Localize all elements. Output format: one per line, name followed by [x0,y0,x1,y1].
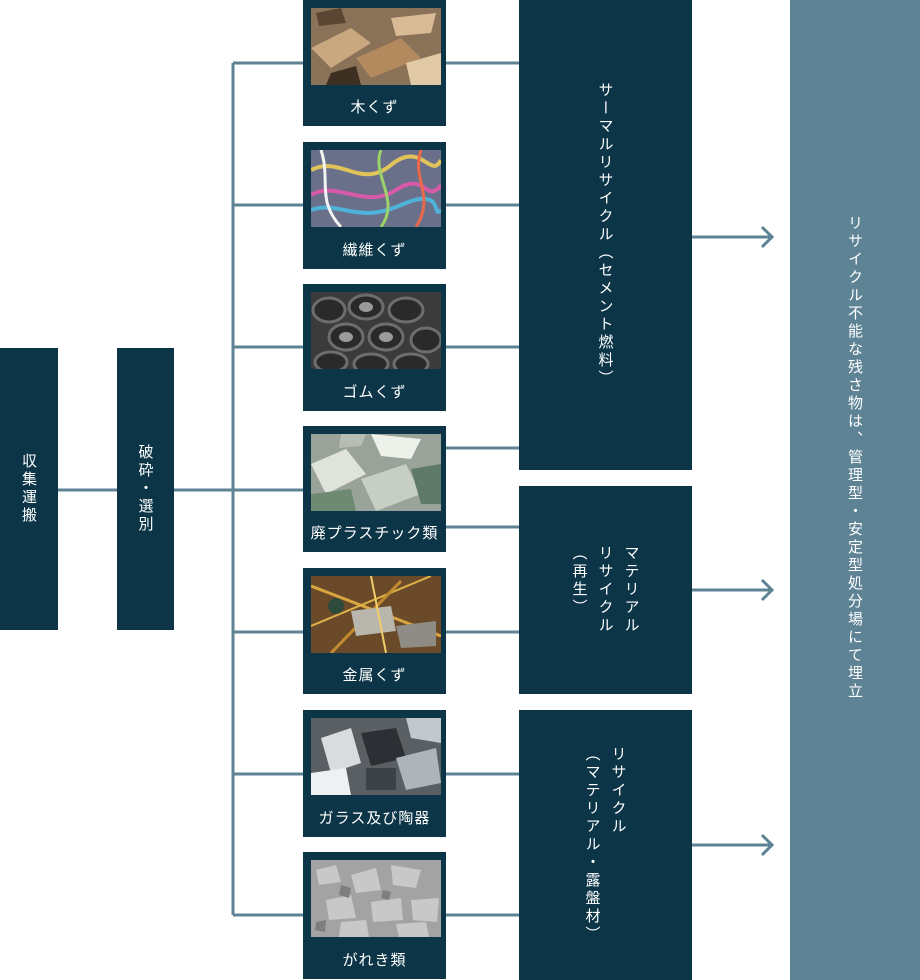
material-label: ゴムくず [342,382,407,401]
material-label: 金属くず [342,665,407,684]
collection-transport-box: 収集運搬 [0,348,58,630]
material-card-fiber: 繊維くず [303,142,446,269]
material-label: 木くず [350,97,399,116]
rubble-photo [311,860,441,937]
recycle-line: リサイクル [609,746,628,836]
material-label: ガラス及び陶器 [318,808,431,827]
material-card-metal: 金属くず [303,568,446,694]
recycle-label: リサイクル （マテリアル・露盤材） [580,746,632,944]
material-card-plastic: 廃プラスチック類 [303,426,446,552]
crush-sort-box: 破砕・選別 [117,348,174,630]
recycle-line: （マテリアル・露盤材） [583,746,602,944]
crush-sort-label: 破砕・選別 [136,444,155,534]
wood-scraps-photo [311,8,441,85]
metal-scraps-photo [311,576,441,653]
thermal-recycle-box: サーマルリサイクル（セメント燃料） [519,0,692,470]
material-label: 繊維くず [342,240,407,259]
material-card-rubber: ゴムくず [303,284,446,411]
rubber-tires-photo [311,292,441,369]
plastic-waste-photo [311,434,441,511]
landfill-box: リサイクル不能な残さ物は、管理型・安定型処分場にて埋立 [790,0,920,980]
material-recycle-line: （再生） [570,545,589,617]
material-label: がれき類 [342,950,407,969]
material-card-wood: 木くず [303,0,446,126]
material-recycle-label: マテリアル リサイクル （再生） [567,545,645,635]
material-card-rubble: がれき類 [303,852,446,979]
fiber-scraps-photo [311,150,441,227]
collection-transport-label: 収集運搬 [20,453,38,525]
thermal-recycle-label: サーマルリサイクル（セメント燃料） [596,82,615,388]
material-label: 廃プラスチック類 [310,523,439,542]
recycle-box: リサイクル （マテリアル・露盤材） [519,710,692,980]
landfill-label: リサイクル不能な残さ物は、管理型・安定型処分場にて埋立 [846,215,864,701]
material-recycle-line: リサイクル [596,545,615,635]
material-card-glass: ガラス及び陶器 [303,710,446,837]
glass-ceramic-photo [311,718,441,795]
material-recycle-box: マテリアル リサイクル （再生） [519,486,692,694]
material-recycle-line: マテリアル [622,545,641,635]
